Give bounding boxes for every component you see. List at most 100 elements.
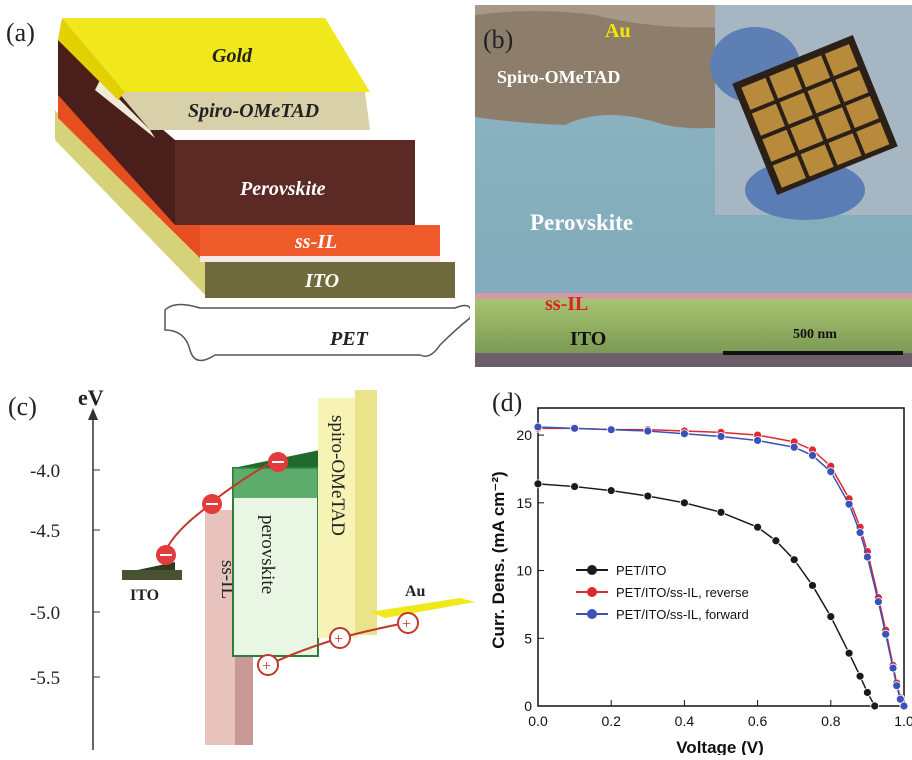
legend: PET/ITO PET/ITO/ss-IL, reversePET/ITO/ss-… [576,563,749,622]
data-point [789,442,799,452]
svg-text:+: + [262,658,271,675]
x-tick-label: 0.2 [601,713,621,729]
legend-marker [587,587,597,597]
data-point [892,681,902,691]
label-perovskite: Perovskite [239,178,326,200]
panel-label-d: (d) [492,388,523,417]
spiro-side [355,390,377,635]
data-point [862,688,872,697]
spiro-region [475,5,775,129]
panel-c: eV -4.0 -4.5 -5.0 -5.5 ITO ss-IL perovsk… [0,380,490,755]
ito-slab [122,570,182,580]
x-tick-label: 0.0 [528,713,548,729]
tick-label: -5.0 [30,603,60,624]
data-point [679,498,689,508]
energy-band-diagram: eV -4.0 -4.5 -5.0 -5.5 ITO ss-IL perovsk… [30,385,475,750]
data-point [844,648,854,658]
data-point [808,451,817,460]
data-point [855,528,865,538]
legend-label: PET/ITO/ss-IL, reverse [616,585,749,600]
perovskite-layer [175,140,415,225]
label-pet: PET [329,328,369,350]
y-tick-label: 5 [524,630,532,646]
label-gold: Gold [212,45,253,67]
x-tick-label: 0.8 [821,713,841,729]
label-perovskite: perovskite [257,515,278,594]
series-2 [533,422,909,711]
label-ssil: ss-IL [294,231,337,253]
electron-icon [156,452,288,565]
scale-bar [723,351,903,355]
x-axis-label: Voltage (V) [676,738,764,755]
label-spiro: spiro-OMeTAD [327,415,348,536]
axis-arrow [88,408,98,420]
tick-group: -4.0 -4.5 -5.0 -5.5 [30,461,100,689]
data-point [808,581,817,590]
series-0 [533,479,880,711]
x-tick-label: 0.6 [748,713,768,729]
data-point [606,425,616,435]
panel-b: Au Spiro-OMeTAD Perovskite ss-IL ITO 500… [475,5,912,367]
data-point [873,597,883,607]
data-point [533,422,543,432]
ito-layer [205,262,455,298]
label-ssil: ss-IL [545,293,588,315]
data-point [643,491,653,501]
legend-label: PET/ITO [616,563,666,578]
spiro-edge [95,80,155,138]
ssil-layer [200,225,440,256]
hole-icon: + + + [257,612,419,676]
tick-label: -4.5 [30,521,60,542]
au-plate [370,598,475,618]
data-point [870,701,880,711]
flexible-device [732,35,898,195]
panel-a: Gold Spiro-OMeTAD Perovskite ss-IL ITO P… [0,0,472,370]
data-point [570,423,579,433]
data-point [643,426,653,436]
label-ito: ITO [304,270,339,292]
data-point [895,694,905,704]
ssil-region [475,293,912,299]
spiro-bar [318,398,358,638]
data-point [826,467,836,477]
spiro-layer [118,92,370,130]
legend-marker [587,565,597,575]
svg-text:+: + [402,616,411,633]
y-tick-label: 20 [516,427,532,443]
device-stack-diagram: Gold Spiro-OMeTAD Perovskite ss-IL ITO P… [55,18,472,362]
label-spiro: Spiro-OMeTAD [188,100,319,122]
ito-region [475,298,912,353]
data-point [716,432,726,441]
data-point [606,486,616,496]
data-point [899,701,909,711]
data-point [881,629,891,639]
data-point [888,663,898,673]
tick-label: -5.5 [30,668,60,689]
data-point [862,552,872,562]
series-layer [533,422,909,711]
legend-label: PET/ITO/ss-IL, forward [616,607,749,622]
electron-path [164,504,211,553]
y-tick-label: 15 [516,495,532,511]
sem-micrograph: Au Spiro-OMeTAD Perovskite ss-IL ITO 500… [475,5,912,367]
data-point [753,522,763,532]
data-point [716,507,726,517]
data-point [789,555,799,565]
data-point [753,436,763,445]
data-point [855,671,865,681]
data-point [844,499,854,509]
panel-label-a: (a) [6,18,35,47]
tick-label: -4.0 [30,461,60,482]
label-ito: ITO [130,587,159,604]
y-tick-label: 0 [524,698,532,714]
data-point [679,429,689,439]
data-point [771,536,781,546]
perovskite-box [232,467,319,657]
svg-text:+: + [334,631,343,648]
pet-region [475,353,912,367]
data-point [533,479,543,489]
au-region [475,5,775,28]
label-au: Au [405,583,426,600]
